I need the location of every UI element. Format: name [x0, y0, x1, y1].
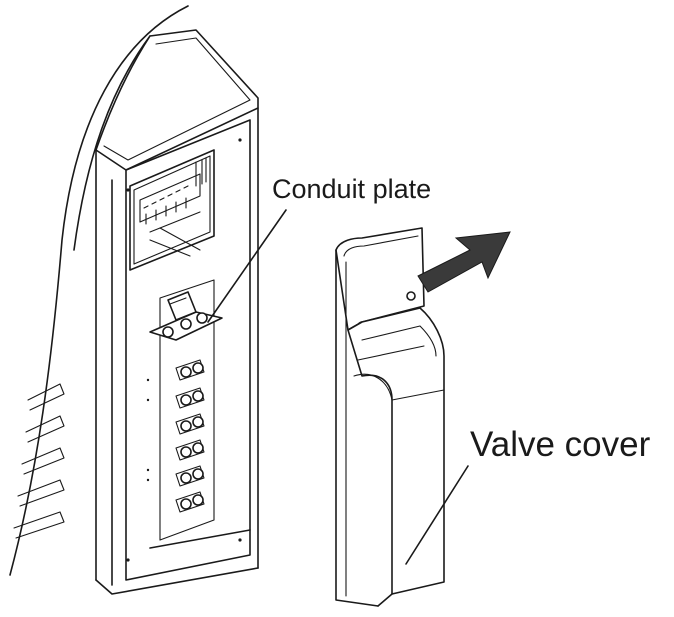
service-valves [175, 359, 205, 513]
valve [175, 439, 205, 461]
outdoor-unit [9, 5, 259, 595]
valve [175, 359, 205, 381]
valve [175, 413, 205, 435]
valve [175, 387, 205, 409]
valve [175, 465, 205, 487]
side-louvres [13, 383, 65, 539]
screw-dots [126, 138, 242, 562]
valve [175, 491, 205, 513]
conduit-plate-label: Conduit plate [272, 174, 431, 204]
valve-cover [335, 227, 445, 607]
removal-arrow-icon [417, 231, 511, 293]
valve-cover-leader [405, 465, 469, 565]
valve-cover-label: Valve cover [470, 425, 651, 464]
conduit-plate-leader [207, 209, 287, 323]
conduit-plate [149, 291, 223, 341]
terminal-block [129, 149, 215, 271]
